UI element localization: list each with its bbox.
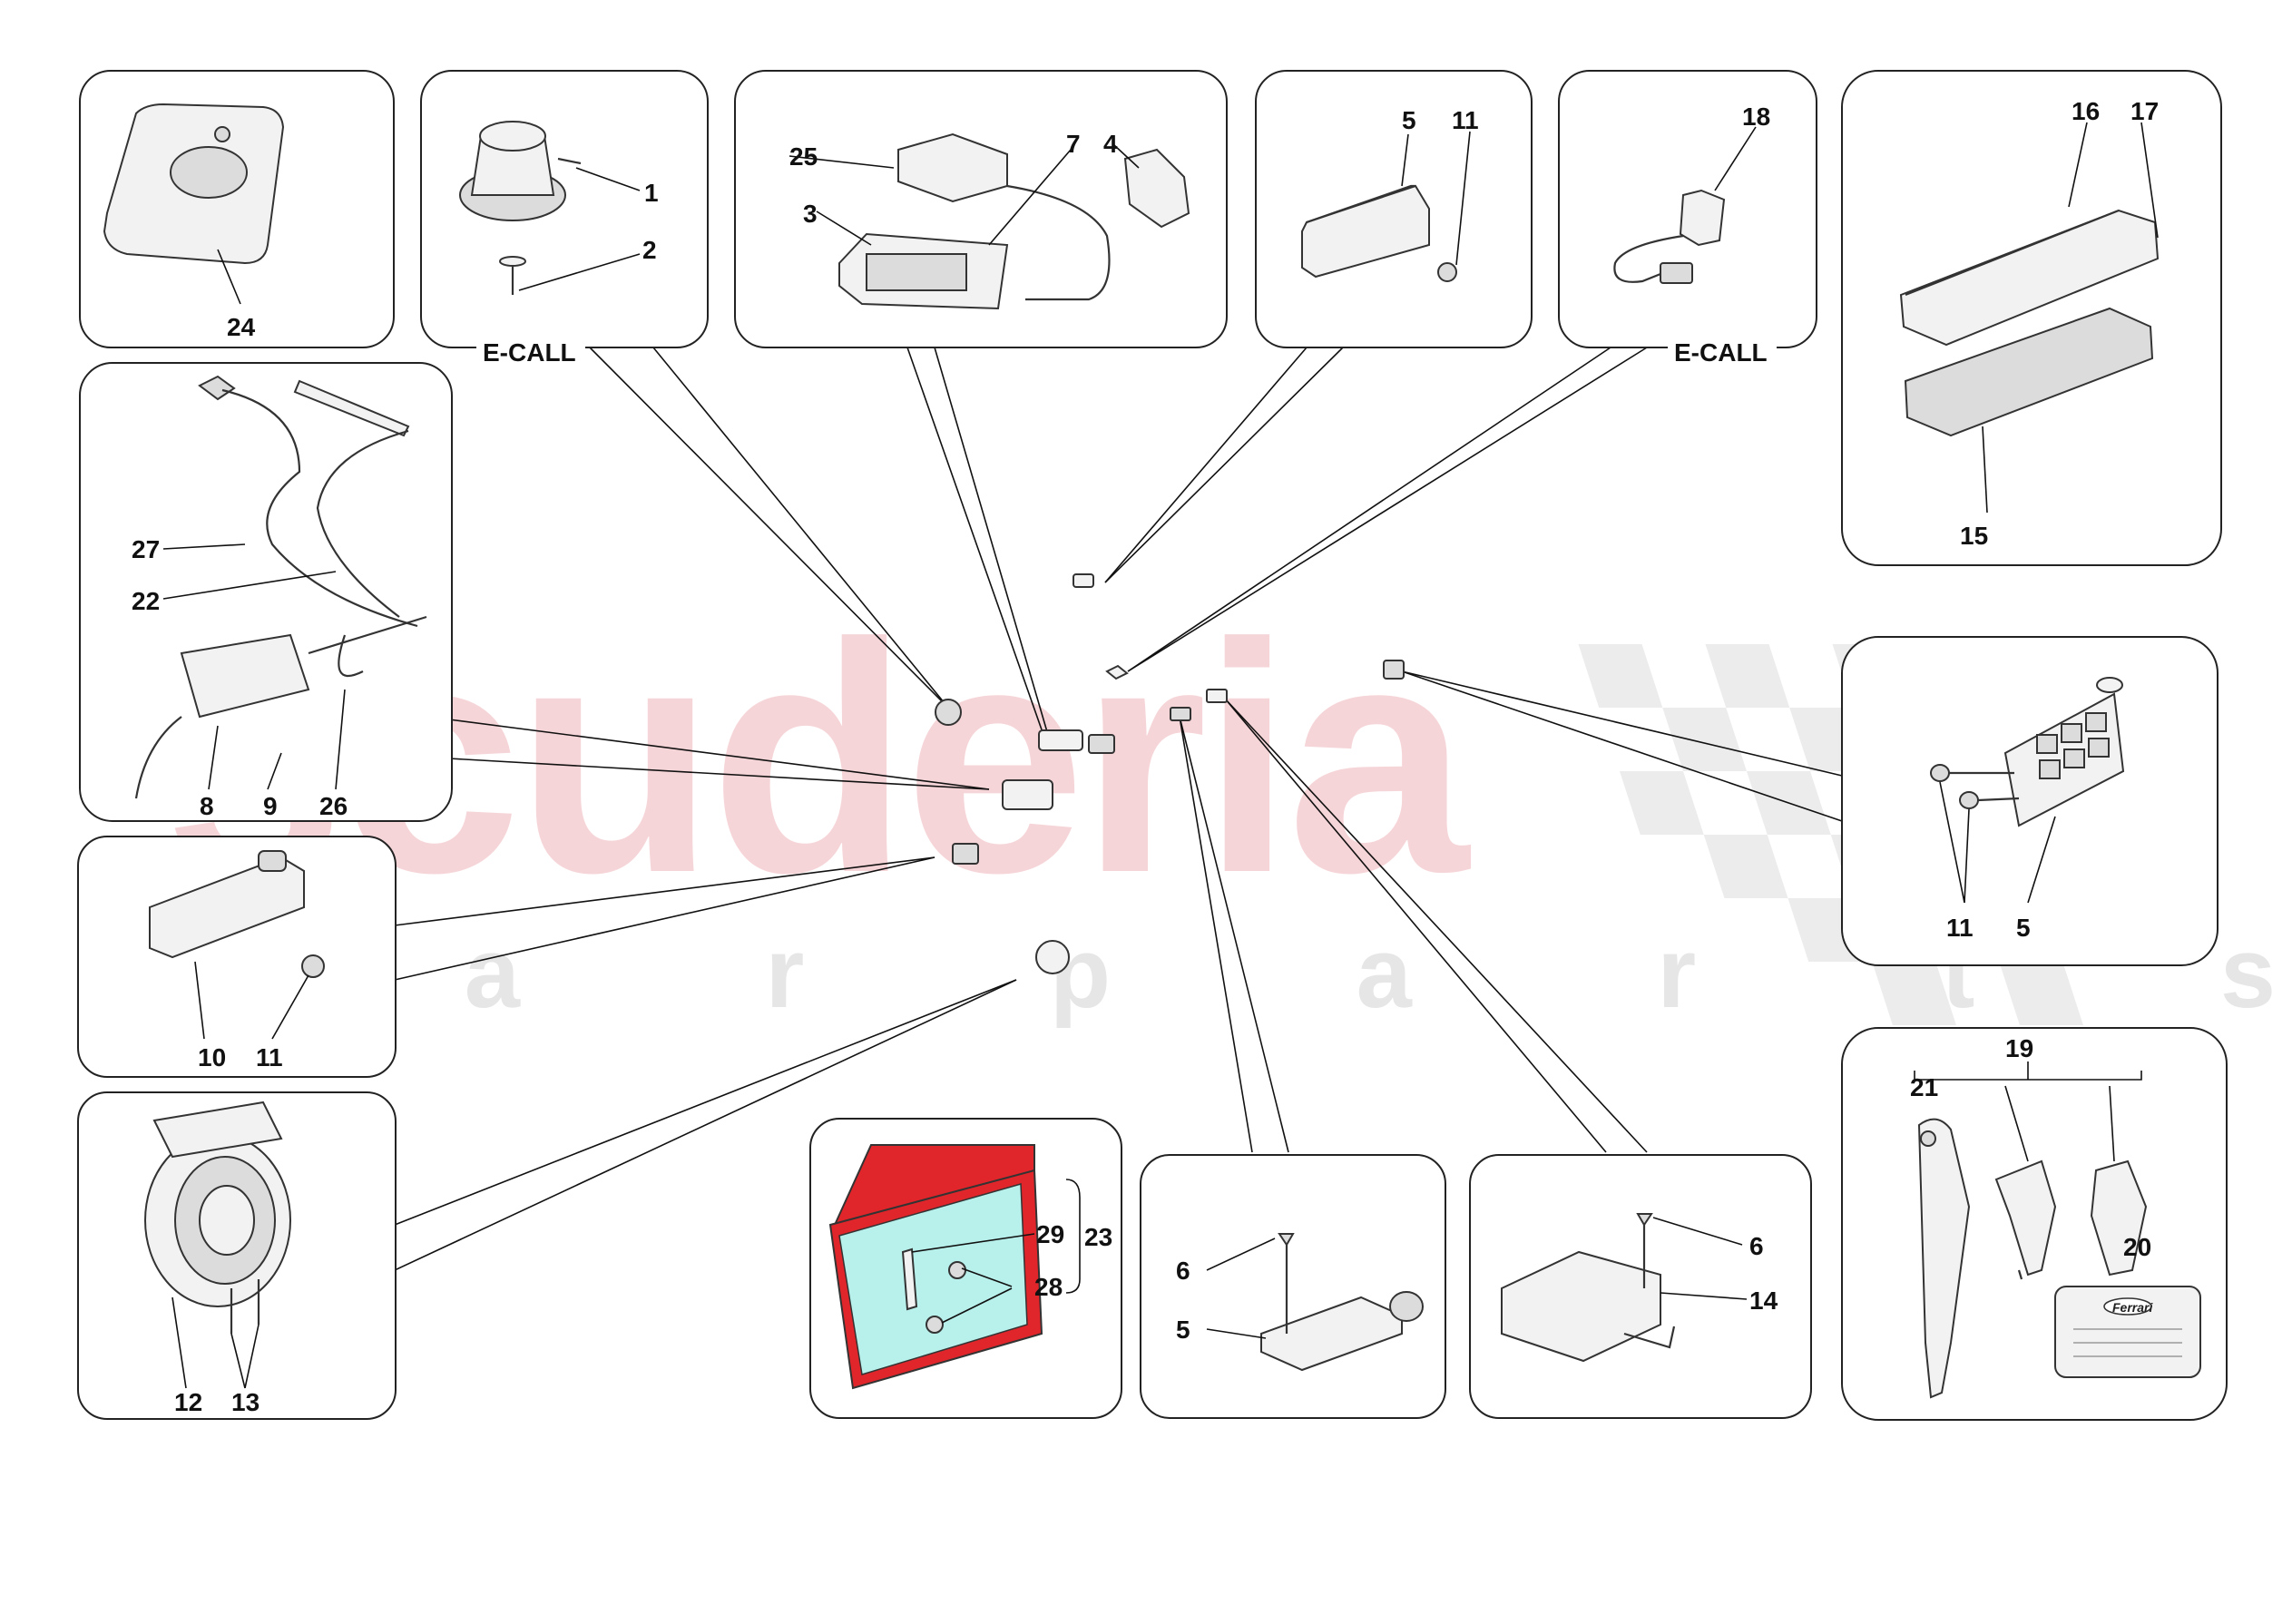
center-sensor-a[interactable]	[1170, 707, 1191, 721]
lock-cylinder-a-icon[interactable]	[1994, 1159, 2057, 1277]
callout-3: 3	[803, 200, 818, 228]
callout-22: 22	[132, 587, 160, 615]
callout-17: 17	[2130, 97, 2159, 125]
panel-siren: 12 13	[77, 1091, 397, 1420]
center-ecall-connector[interactable]	[1105, 664, 1129, 680]
center-speaker[interactable]	[935, 699, 962, 726]
callout-11-left: 11	[256, 1043, 283, 1071]
ecall-button-icon[interactable]	[1679, 189, 1726, 247]
bracket-4-icon[interactable]	[1123, 148, 1190, 229]
panel-ecall-button: 18 E-CALL	[1558, 70, 1817, 367]
callout-10: 10	[198, 1043, 226, 1071]
callout-5-bottom: 5	[1176, 1316, 1190, 1344]
center-bracket[interactable]	[952, 843, 979, 865]
clip-28-b[interactable]	[926, 1316, 944, 1334]
panel-reader-11-5: 11 5	[1841, 636, 2219, 966]
center-parts	[935, 573, 1405, 974]
lock-cylinder-b-icon[interactable]	[2090, 1159, 2148, 1277]
callout-6-left: 6	[1176, 1257, 1190, 1285]
callout-9: 9	[263, 792, 278, 820]
callout-11-right: 11	[1946, 914, 1974, 942]
screw-11-b-icon[interactable]	[1959, 791, 1979, 809]
screw-6-icon[interactable]	[1278, 1233, 1295, 1247]
callout-13: 13	[231, 1388, 260, 1416]
panel-sensor-6-5: 6 5	[1140, 1154, 1446, 1419]
panel-ecall-speaker: 1 2 E-CALL	[420, 70, 709, 367]
callout-18: 18	[1742, 103, 1770, 131]
panel-control-unit-14: 6 14	[1469, 1154, 1812, 1419]
center-telematics-unit[interactable]	[1038, 729, 1083, 751]
callout-23: 23	[1084, 1223, 1112, 1251]
panel-kit-box: 29 23 28	[809, 1118, 1122, 1419]
callout-24: 24	[227, 313, 256, 341]
panel-bracket-10: 10 11	[77, 836, 397, 1078]
center-sensor-b[interactable]	[1206, 689, 1228, 703]
gps-module-icon[interactable]	[180, 633, 310, 719]
callout-5-top: 5	[1402, 106, 1416, 134]
callout-27: 27	[132, 535, 160, 563]
center-reader[interactable]	[1383, 660, 1405, 680]
callout-25: 25	[789, 142, 818, 171]
center-connector[interactable]	[1073, 573, 1094, 588]
cable-antenna-icon[interactable]	[293, 379, 410, 437]
leader-lines	[394, 347, 1843, 1271]
callout-28: 28	[1034, 1273, 1063, 1301]
panel-module-5-11: 5 11	[1255, 70, 1533, 348]
ecall-label-right: E-CALL	[1674, 338, 1768, 367]
screw-6-icon[interactable]	[1636, 1213, 1653, 1227]
center-antenna-bracket[interactable]	[1088, 734, 1115, 754]
callout-8: 8	[200, 792, 214, 820]
callout-1: 1	[644, 179, 659, 207]
screw-11-icon[interactable]	[1437, 262, 1457, 282]
callout-5-right: 5	[2016, 914, 2031, 942]
callout-6-right: 6	[1749, 1232, 1764, 1260]
callout-15: 15	[1960, 522, 1988, 550]
ecall-label-left: E-CALL	[483, 338, 576, 367]
callout-12: 12	[174, 1388, 202, 1416]
panel-charger-pad: 16 17 15	[1841, 70, 2222, 566]
panel-key-fob: 24	[79, 70, 395, 348]
callout-26: 26	[319, 792, 348, 820]
callout-19: 19	[2005, 1034, 2033, 1062]
code-card-20-icon[interactable]	[2054, 1286, 2201, 1378]
callout-14: 14	[1749, 1286, 1778, 1315]
callout-2: 2	[642, 236, 657, 264]
callout-29: 29	[1036, 1220, 1064, 1248]
panel-gps-module: 27 22 8 9 26	[79, 362, 453, 822]
gps-antenna-icon[interactable]	[198, 375, 236, 401]
center-siren[interactable]	[1035, 940, 1070, 974]
panel-telematics: 25 3 7 4	[734, 70, 1228, 348]
sensor-5-icon[interactable]	[1260, 1296, 1403, 1372]
center-gps-module[interactable]	[1002, 779, 1053, 810]
callout-16: 16	[2072, 97, 2100, 125]
callout-11-top: 11	[1452, 106, 1479, 134]
control-unit-14-icon[interactable]	[1501, 1250, 1661, 1363]
card-logo: Ferrari	[2112, 1300, 2153, 1315]
clip-28-a[interactable]	[948, 1261, 966, 1279]
callout-21: 21	[1910, 1073, 1938, 1101]
tool-29-icon[interactable]	[901, 1247, 918, 1311]
callout-4: 4	[1103, 130, 1118, 158]
panel-lock-set: Ferrari 19 21 20	[1841, 1027, 2228, 1421]
screw-11-icon[interactable]	[301, 954, 325, 978]
screw-11-a-icon[interactable]	[1930, 764, 1950, 782]
callout-7: 7	[1066, 130, 1081, 158]
key-blade-21-icon[interactable]	[1917, 1118, 1971, 1399]
kit-insert	[838, 1183, 1028, 1375]
charger-base-icon[interactable]	[1904, 307, 2154, 437]
callout-20: 20	[2123, 1233, 2151, 1261]
